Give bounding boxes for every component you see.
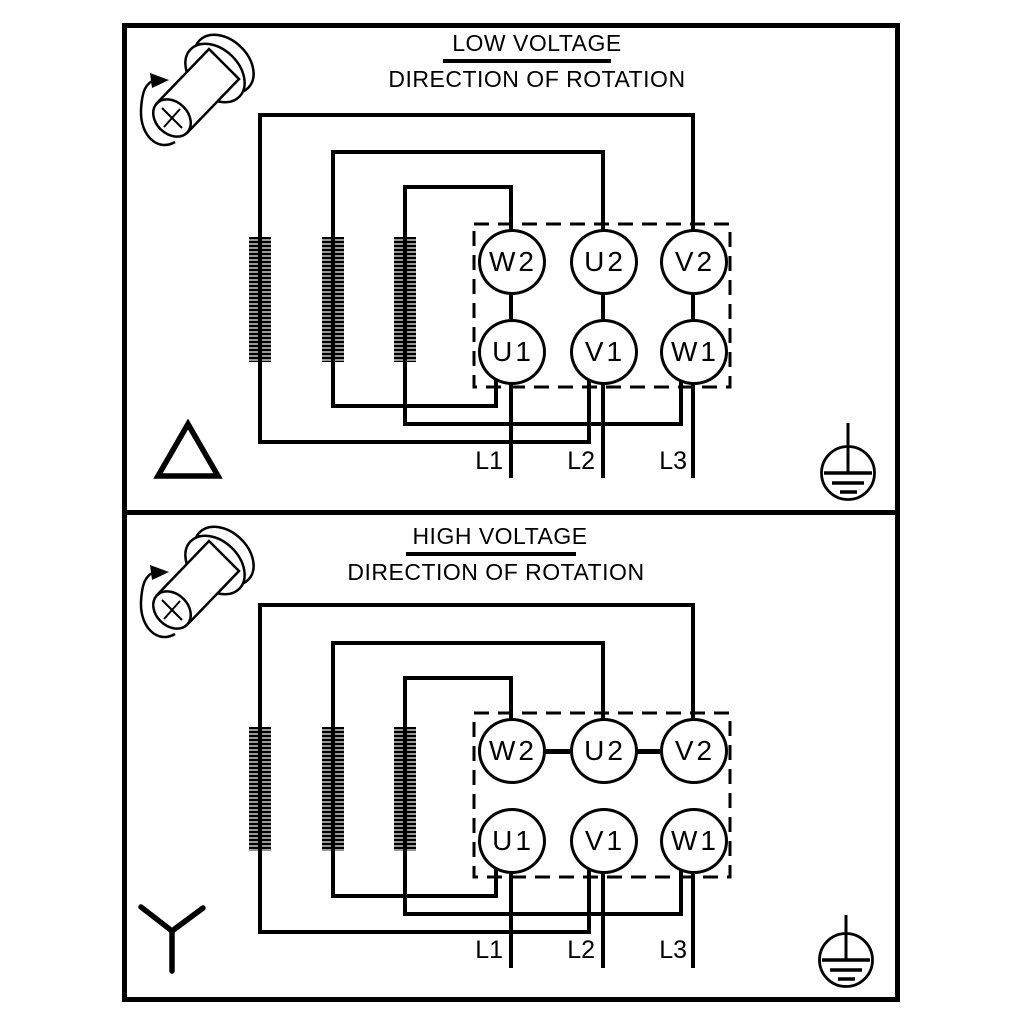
wire xyxy=(691,113,695,231)
star-connection-icon xyxy=(138,904,206,974)
supply-lead xyxy=(601,872,605,968)
supply-label: L2 xyxy=(567,936,595,964)
supply-label: L1 xyxy=(475,447,503,475)
terminal: U2 xyxy=(570,718,638,784)
winding-coil xyxy=(249,237,271,362)
winding-coil xyxy=(322,237,344,362)
wire xyxy=(679,367,683,426)
terminal: U2 xyxy=(570,229,638,295)
wire xyxy=(587,367,591,444)
protective-earth-icon xyxy=(818,915,874,988)
winding-coil xyxy=(394,727,416,851)
protective-earth-icon xyxy=(820,423,876,501)
terminal-board-outline xyxy=(472,711,732,879)
title-underline xyxy=(443,59,611,63)
terminal-jumper xyxy=(601,293,605,319)
wire xyxy=(403,676,513,680)
wire xyxy=(601,641,605,720)
wire xyxy=(258,930,591,934)
supply-label: L1 xyxy=(475,936,503,964)
wire xyxy=(331,894,498,898)
wire xyxy=(403,185,513,189)
supply-lead xyxy=(509,872,513,968)
supply-lead xyxy=(691,872,695,968)
wire xyxy=(601,150,605,231)
wire xyxy=(403,912,683,916)
supply-label: L3 xyxy=(659,447,687,475)
wire xyxy=(331,150,605,154)
terminal: U1 xyxy=(478,319,546,385)
terminal: V2 xyxy=(660,718,728,784)
wire xyxy=(331,404,498,408)
supply-label: L2 xyxy=(567,447,595,475)
winding-coil xyxy=(394,237,416,362)
wire xyxy=(691,603,695,720)
terminal-jumper xyxy=(544,749,570,754)
section-title: HIGH VOLTAGE xyxy=(412,523,588,549)
terminal: W2 xyxy=(478,718,546,784)
terminal-jumper xyxy=(509,293,513,319)
terminal-board-outline xyxy=(472,222,732,389)
wire xyxy=(509,185,513,231)
wire xyxy=(331,641,605,645)
wire xyxy=(258,603,695,607)
section-divider xyxy=(122,510,900,515)
wire xyxy=(509,676,513,720)
supply-lead xyxy=(509,383,513,478)
section-subtitle: DIRECTION OF ROTATION xyxy=(347,559,645,585)
wire xyxy=(587,856,591,934)
terminal: V1 xyxy=(570,319,638,385)
supply-lead xyxy=(691,383,695,478)
supply-label: L3 xyxy=(659,936,687,964)
rotation-direction-icon xyxy=(139,33,255,147)
title-underline xyxy=(406,552,576,556)
wire xyxy=(679,856,683,916)
section-title: LOW VOLTAGE xyxy=(452,30,622,56)
terminal: U1 xyxy=(478,808,546,874)
terminal: W1 xyxy=(660,808,728,874)
terminal: W1 xyxy=(660,319,728,385)
winding-coil xyxy=(322,727,344,851)
terminal: V1 xyxy=(570,808,638,874)
terminal-jumper xyxy=(691,293,695,319)
terminal: W2 xyxy=(478,229,546,295)
supply-lead xyxy=(601,383,605,478)
section-subtitle: DIRECTION OF ROTATION xyxy=(388,66,686,92)
wire xyxy=(258,113,695,117)
rotation-direction-icon xyxy=(139,525,255,639)
terminal: V2 xyxy=(660,229,728,295)
delta-connection-icon xyxy=(153,419,223,479)
terminal-jumper xyxy=(636,749,660,754)
wire xyxy=(258,440,591,444)
wire xyxy=(403,422,683,426)
winding-coil xyxy=(249,727,271,851)
